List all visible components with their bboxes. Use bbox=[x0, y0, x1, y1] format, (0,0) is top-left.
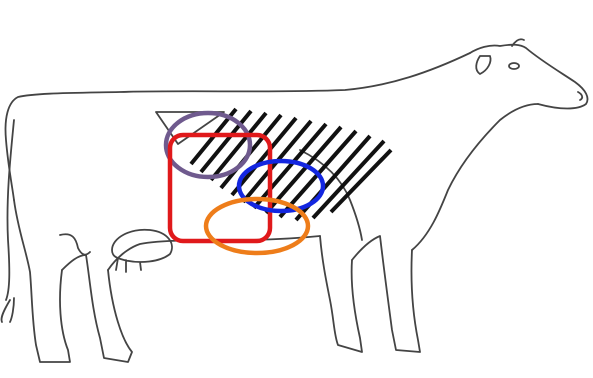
cow-chest bbox=[412, 104, 538, 250]
cow-front-leg-rear bbox=[320, 236, 362, 352]
cow-eye bbox=[509, 63, 519, 69]
cow-hind-leg-near bbox=[62, 255, 132, 362]
cow-head bbox=[470, 45, 588, 109]
cow-front-leg-near bbox=[352, 236, 420, 352]
hatch-line bbox=[232, 118, 296, 195]
cow-hind-leg-outer bbox=[14, 200, 70, 362]
cow-ear bbox=[476, 56, 490, 74]
cow-udder bbox=[112, 230, 172, 272]
hatched-region bbox=[191, 109, 391, 220]
cow-nostril bbox=[578, 92, 582, 100]
cow-flank bbox=[60, 234, 90, 254]
